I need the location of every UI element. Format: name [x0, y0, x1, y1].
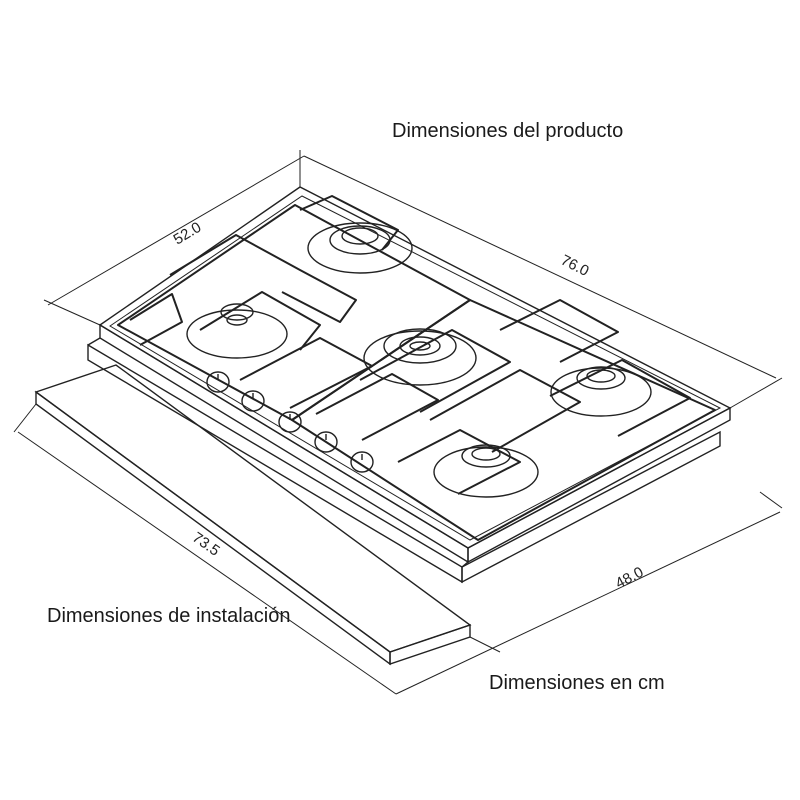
- dim-install-depth-text: 48.0: [613, 564, 647, 593]
- burner-front-medium: [433, 444, 539, 498]
- pan-supports: [117, 195, 716, 541]
- knob-3: [278, 411, 302, 433]
- installation-dimensions-label: Dimensiones de instalación: [47, 605, 291, 627]
- burner-rear-large: [307, 222, 413, 274]
- installation-cutout: [34, 364, 472, 666]
- burner-right-medium: [550, 366, 652, 417]
- dim-install-width-text: 73.5: [189, 529, 223, 560]
- knob-1: [206, 371, 230, 393]
- dim-product-width-text: 76.0: [558, 252, 592, 280]
- dim-product-depth-text: 52.0: [171, 219, 205, 249]
- burner-left-small: [186, 303, 288, 359]
- units-label: Dimensiones en cm: [489, 672, 665, 694]
- knob-4: [314, 431, 338, 453]
- dimension-install-width: 73.5: [13, 403, 397, 695]
- product-dimensions-label: Dimensiones del producto: [392, 120, 624, 142]
- knob-2: [241, 390, 265, 412]
- dimension-install-depth: 48.0: [395, 491, 783, 695]
- dimension-product-width: 76.0: [303, 155, 783, 409]
- burner-center-wok: [363, 328, 477, 386]
- knob-5: [350, 451, 374, 473]
- control-knobs: [206, 371, 374, 473]
